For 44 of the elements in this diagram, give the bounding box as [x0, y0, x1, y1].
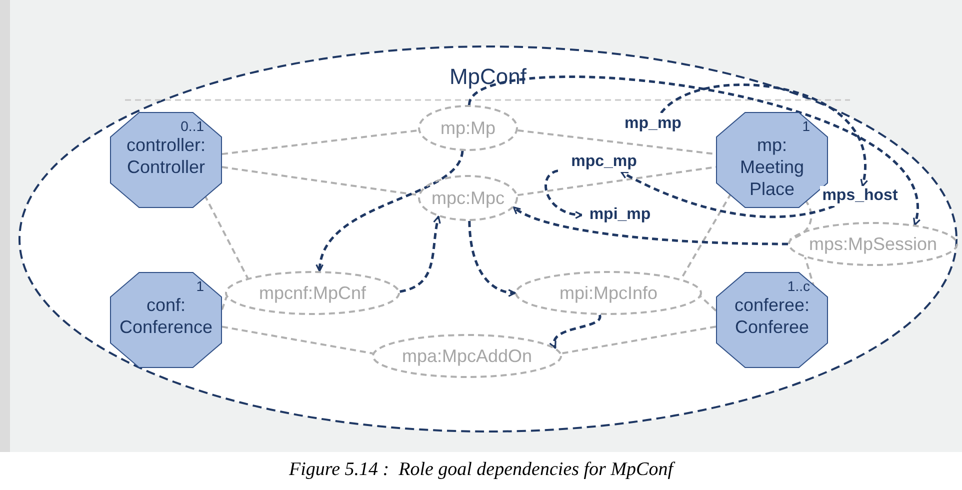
goal-ellipse [418, 105, 518, 151]
role-octagon [716, 272, 828, 368]
arrow [468, 220, 516, 296]
multiplicity: 1 [196, 278, 204, 294]
goal-name: mps_host [820, 186, 900, 206]
multiplicity: 1..c [787, 278, 810, 294]
role-name: conferee: Conferee [733, 294, 811, 338]
connector-line [700, 296, 717, 312]
role-octagon [110, 272, 222, 368]
arrow [620, 170, 835, 218]
connector-line [222, 129, 418, 156]
goal-label: mp:Mp [440, 116, 496, 140]
goal-label: mpi:MpcInfo [559, 282, 658, 305]
goal-label: mpcnf:MpCnf [258, 282, 366, 305]
arrow [660, 84, 868, 187]
goal-ellipse [788, 222, 958, 266]
connector-line [561, 326, 716, 354]
arrow [400, 216, 442, 293]
goal-ellipse [225, 271, 400, 315]
multiplicity: 0..1 [180, 118, 204, 134]
system-label: MpConf [448, 63, 528, 91]
arrow [468, 76, 919, 226]
goal-label: mpc:Mpc [431, 186, 504, 210]
goal-label: mpa:MpcAddOn [402, 344, 532, 368]
connector-line [222, 166, 419, 196]
goal-ellipse [515, 271, 702, 315]
connector-line [789, 199, 812, 240]
connector-line [221, 296, 228, 310]
multiplicity: 1 [802, 118, 810, 134]
arrow [316, 150, 464, 272]
arrow [550, 314, 601, 349]
role-name: mp: Meeting Place [738, 134, 806, 200]
arrow [544, 169, 583, 218]
role-name: controller: Controller [125, 134, 207, 178]
role-octagon [110, 112, 222, 208]
system-ellipse [18, 45, 958, 433]
connector-line [204, 194, 249, 279]
connector-line [222, 326, 373, 354]
goal-ellipse [372, 334, 562, 378]
goal-label: mps:MpSession [808, 232, 938, 256]
goal-ellipse [418, 175, 518, 221]
arrow [512, 206, 788, 246]
figure-caption: Figure 5.14 : Role goal dependencies for MpConf [0, 456, 962, 484]
role-name: conf: Conference [118, 294, 214, 338]
